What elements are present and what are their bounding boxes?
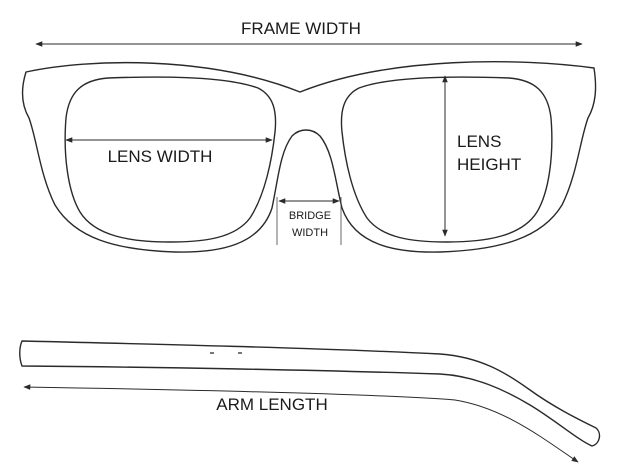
lens-height-label-line1: LENS xyxy=(457,132,501,151)
frame-outline xyxy=(21,61,597,253)
front-frame xyxy=(21,61,597,253)
hinge-pin-left xyxy=(210,352,214,354)
right-lens-outline xyxy=(340,76,553,243)
frame-width-label: FRAME WIDTH xyxy=(241,19,361,38)
left-lens-outline xyxy=(64,76,277,243)
hinge-pin-right xyxy=(238,352,242,354)
lens-height-label-line2: HEIGHT xyxy=(457,155,521,174)
hinge-pins xyxy=(210,352,242,354)
arm-length-arrow xyxy=(23,384,579,463)
lens-width-label: LENS WIDTH xyxy=(108,147,213,166)
arm-length-label: ARM LENGTH xyxy=(216,395,327,414)
bridge-width-label-line1: BRIDGE xyxy=(289,210,331,222)
temple-arm-outline xyxy=(19,340,601,447)
bridge-width-label-line2: WIDTH xyxy=(292,227,328,239)
